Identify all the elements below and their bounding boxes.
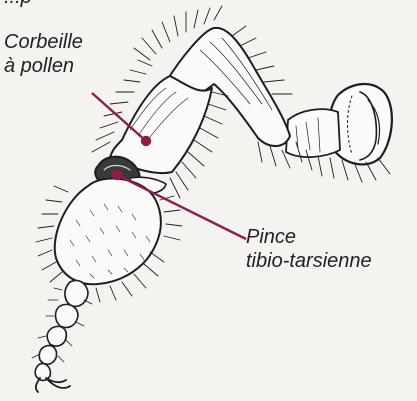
top-cropped-label: ...p — [4, 0, 32, 9]
pince-label-line2: tibio-tarsienne — [246, 249, 372, 273]
corbeille-label: Corbeille à pollen — [4, 30, 83, 78]
basitarsus-segment — [55, 179, 161, 285]
tarsus-segments — [32, 280, 92, 392]
pince-leader-dot — [113, 171, 121, 179]
bee-leg-drawing — [32, 6, 392, 392]
pince-label-line1: Pince — [246, 225, 372, 249]
corbeille-label-line1: Corbeille — [4, 30, 83, 54]
pince-label: Pince tibio-tarsienne — [246, 225, 372, 273]
corbeille-leader-dot — [142, 137, 150, 145]
trochanter-segment — [286, 109, 340, 157]
corbeille-label-line2: à pollen — [4, 54, 83, 78]
